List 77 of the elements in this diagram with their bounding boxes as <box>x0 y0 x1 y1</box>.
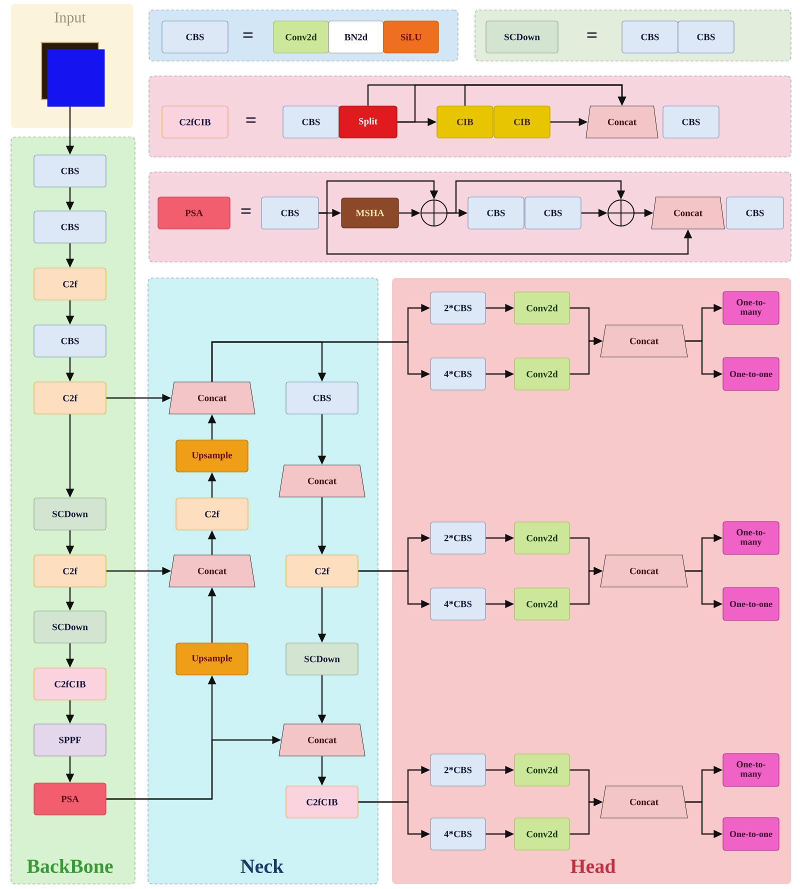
module-box: One-to-one <box>722 817 780 851</box>
module-box: CIB <box>494 106 550 138</box>
module-box: CBS <box>34 154 106 188</box>
module-box: CBS <box>286 382 358 414</box>
module-box: C2fCIB <box>286 786 358 818</box>
module-box: CBS <box>34 324 106 358</box>
module-box: CIB <box>436 106 494 138</box>
module-box: C2fCIB <box>162 106 228 138</box>
module-box: 2*CBS <box>430 754 486 786</box>
module-box: C2f <box>34 268 106 300</box>
module-box: One-to-one <box>722 587 780 621</box>
module-box: 2*CBS <box>430 292 486 324</box>
module-box: Conv2d <box>514 754 570 786</box>
module-box: CBS <box>261 196 319 230</box>
trapezoid-box: Concat <box>600 786 688 818</box>
module-box: Conv2d <box>514 522 570 554</box>
module-box: Conv2d <box>514 818 570 850</box>
equals-sign: = <box>241 208 251 214</box>
trapezoid-box: Concat <box>600 324 688 358</box>
module-box: C2f <box>34 382 106 414</box>
module-box: SCDown <box>286 642 358 676</box>
module-box: MSHA <box>341 198 399 228</box>
module-box: Conv2d <box>273 20 329 54</box>
module-box: BN2d <box>328 20 384 54</box>
module-box: One-to-many <box>722 521 780 555</box>
module-box: 4*CBS <box>430 818 486 850</box>
module-box: SiLU <box>383 20 439 54</box>
module-box: CBS <box>162 20 228 54</box>
module-box: Conv2d <box>514 292 570 324</box>
module-box: C2f <box>176 498 248 530</box>
module-box: One-to-many <box>722 291 780 325</box>
equals-sign: = <box>246 117 256 123</box>
module-box: C2f <box>34 554 106 588</box>
panel-title: Neck <box>240 858 284 874</box>
module-box: PSA <box>158 196 230 230</box>
trapezoid-box: Concat <box>586 106 658 138</box>
module-box: CBS <box>662 106 720 138</box>
trapezoid-box: Concat <box>168 382 256 414</box>
arrow <box>448 180 626 214</box>
module-box: CBS <box>282 106 340 138</box>
module-box: Split <box>338 106 398 138</box>
input-cube <box>40 42 105 107</box>
module-box: 4*CBS <box>430 358 486 390</box>
trapezoid-box: Concat <box>278 724 366 756</box>
panel-title: BackBone <box>27 858 113 874</box>
module-box: One-to-many <box>722 753 780 787</box>
module-box: CBS <box>468 196 524 230</box>
module-box: One-to-one <box>722 357 780 391</box>
trapezoid-box: Concat <box>651 196 725 230</box>
module-box: Conv2d <box>514 358 570 390</box>
panel-title: Input <box>54 12 86 26</box>
trapezoid-box: Concat <box>278 464 366 498</box>
module-box: C2f <box>286 554 358 588</box>
module-box: SCDown <box>486 20 558 54</box>
module-box: 2*CBS <box>430 522 486 554</box>
module-box: CBS <box>524 196 582 230</box>
module-box: CBS <box>726 196 784 230</box>
equals-sign: = <box>243 32 253 38</box>
equals-sign: = <box>587 32 597 38</box>
module-box: CBS <box>622 20 678 54</box>
module-box: SCDown <box>34 610 106 644</box>
trapezoid-box: Concat <box>600 554 688 588</box>
trapezoid-box: Concat <box>168 554 256 588</box>
module-box: C2fCIB <box>34 668 106 700</box>
module-box: Upsample <box>176 440 248 472</box>
module-box: CBS <box>678 20 734 54</box>
sum-symbol <box>607 199 635 227</box>
module-box: PSA <box>34 782 106 816</box>
module-box: SPPF <box>34 724 106 756</box>
sum-symbol <box>420 199 448 227</box>
module-box: SCDown <box>34 498 106 530</box>
module-box: 4*CBS <box>430 588 486 620</box>
module-box: Conv2d <box>514 588 570 620</box>
panel-title: Head <box>570 858 616 874</box>
module-box: Upsample <box>176 642 248 676</box>
arrow <box>464 84 626 106</box>
module-box: CBS <box>34 210 106 244</box>
